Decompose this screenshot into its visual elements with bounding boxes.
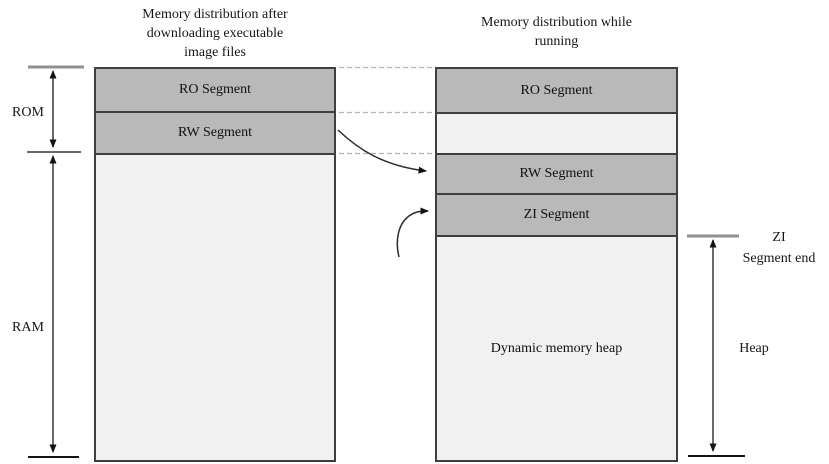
segment-zi-running: ZI Segment bbox=[437, 195, 676, 237]
segment-label: Dynamic memory heap bbox=[490, 340, 623, 356]
rw-segment-copy-arrow bbox=[337, 129, 427, 174]
segment-rw-running: RW Segment bbox=[437, 155, 676, 195]
segment-dynamic-heap: Dynamic memory heap bbox=[437, 237, 676, 460]
memory-column-download: RO Segment RW Segment bbox=[94, 67, 336, 462]
segment-ro-download: RO Segment bbox=[96, 69, 334, 113]
heap-label: Heap bbox=[739, 341, 769, 356]
ram-label: RAM bbox=[12, 320, 44, 335]
right-column-title: Memory distribution while running bbox=[481, 15, 632, 49]
left-column-title: Memory distribution after downloading ex… bbox=[142, 7, 288, 60]
zi-segment-end-label: ZI Segment end bbox=[742, 230, 816, 266]
alignment-dashed-lines bbox=[339, 66, 433, 155]
rom-label: ROM bbox=[12, 105, 44, 120]
segment-rw-download: RW Segment bbox=[96, 113, 334, 155]
segment-label: RW Segment bbox=[519, 166, 594, 181]
segment-gap-running bbox=[437, 114, 676, 155]
segment-empty-ram-download bbox=[96, 155, 334, 460]
segment-label: RO Segment bbox=[179, 82, 251, 97]
zi-segment-create-arrow bbox=[396, 207, 429, 258]
segment-ro-running: RO Segment bbox=[437, 69, 676, 114]
segment-label: ZI Segment bbox=[523, 207, 590, 222]
memory-column-running: RO Segment RW Segment ZI Segment Dynamic… bbox=[435, 67, 678, 462]
segment-label: RO Segment bbox=[520, 82, 593, 98]
segment-label: RW Segment bbox=[177, 125, 253, 140]
ram-bracket bbox=[28, 155, 79, 458]
